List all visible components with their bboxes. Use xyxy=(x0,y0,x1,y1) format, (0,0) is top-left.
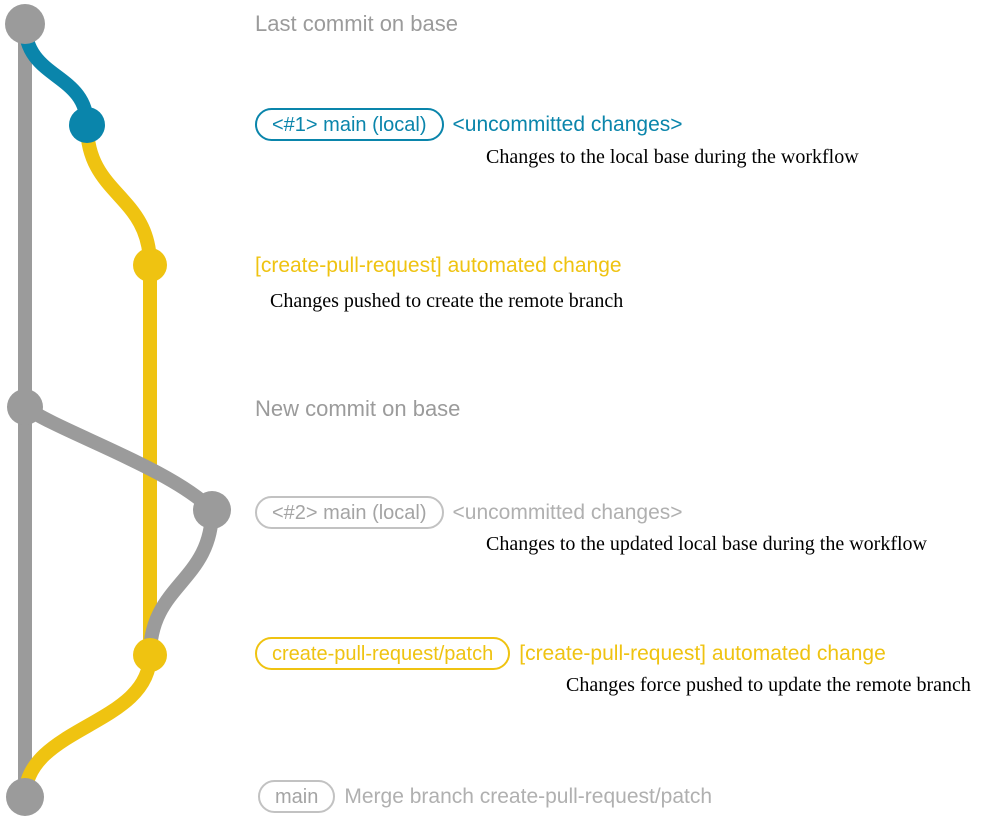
branch-pill-local-main-1-label: <#1> main (local) xyxy=(272,113,427,136)
row-merge-commit: main Merge branch create-pull-request/pa… xyxy=(258,780,712,813)
branch-pill-local-main-2-label: <#2> main (local) xyxy=(272,501,427,524)
branch-pill-local-main-2[interactable]: <#2> main (local) xyxy=(255,496,444,529)
row-local-main-1: <#1> main (local) <uncommitted changes> xyxy=(255,108,683,141)
branch-pill-create-pull-request-patch-label: create-pull-request/patch xyxy=(272,642,494,665)
commit-subtitle-local-main-2: Changes to the updated local base during… xyxy=(486,533,927,555)
branch-pill-main[interactable]: main xyxy=(258,780,336,813)
label-last-commit-on-base: Last commit on base xyxy=(255,11,458,36)
commit-node-teal-commit[interactable] xyxy=(69,107,105,143)
commit-title-local-main-2: <uncommitted changes> xyxy=(452,501,683,524)
branch-pill-local-main-1[interactable]: <#1> main (local) xyxy=(255,108,444,141)
row-automated-change-1: [create-pull-request] automated change xyxy=(255,253,622,278)
commit-subtitle-local-main-1: Changes to the local base during the wor… xyxy=(486,146,859,168)
label-new-commit-on-base: New commit on base xyxy=(255,396,461,421)
commit-subtitle-automated-change-2: Changes force pushed to update the remot… xyxy=(566,674,971,696)
commit-node-base-new[interactable] xyxy=(7,389,43,425)
row-local-main-2: <#2> main (local) <uncommitted changes> xyxy=(255,496,683,529)
commit-node-base-top[interactable] xyxy=(5,4,45,44)
commit-subtitle-automated-change-1: Changes pushed to create the remote bran… xyxy=(270,290,624,312)
commit-title-merge-commit: Merge branch create-pull-request/patch xyxy=(344,785,713,808)
commit-node-base-merge[interactable] xyxy=(6,778,44,816)
yellow-merge-line xyxy=(18,648,157,804)
row-automated-change-2: create-pull-request/patch [create-pull-r… xyxy=(255,637,886,670)
commit-title-automated-change-1: [create-pull-request] automated change xyxy=(255,254,622,277)
commit-nodes xyxy=(5,4,231,816)
branch-pill-main-label: main xyxy=(275,785,319,808)
commit-node-gray-commit[interactable] xyxy=(193,491,231,529)
commit-node-yellow-force[interactable] xyxy=(133,638,167,672)
commit-title-automated-change-2: [create-pull-request] automated change xyxy=(519,642,886,665)
yellow-branch-upper-line xyxy=(80,118,157,272)
commit-node-yellow-push[interactable] xyxy=(133,248,167,282)
gray-branch-merge-line xyxy=(143,503,219,662)
gray-branch-out-line xyxy=(18,400,219,517)
branch-pill-create-pull-request-patch[interactable]: create-pull-request/patch xyxy=(255,637,511,670)
commit-title-local-main-1: <uncommitted changes> xyxy=(452,113,683,136)
